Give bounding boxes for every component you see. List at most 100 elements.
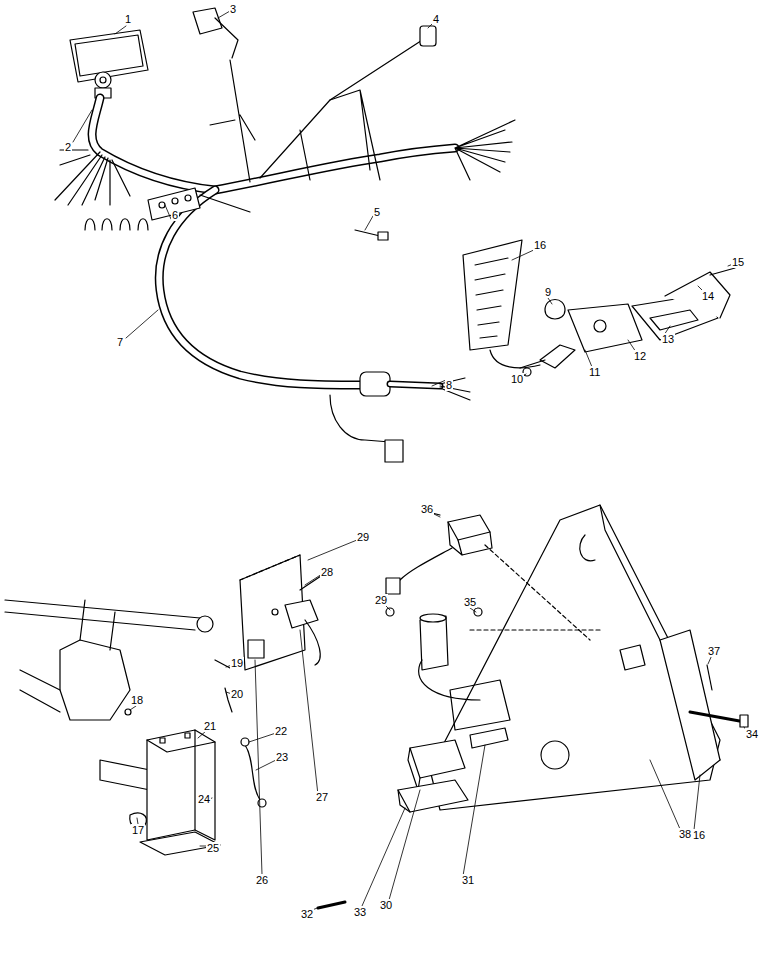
- drawing-stroke: [195, 730, 215, 840]
- drawing-stroke: [248, 640, 264, 658]
- drawing-stroke: [148, 188, 200, 220]
- drawing-stroke: [540, 345, 575, 368]
- drawing-stroke: [463, 240, 522, 350]
- drawing-stroke: [580, 535, 595, 561]
- drawing-stroke: [185, 195, 191, 201]
- drawing-stroke: [95, 72, 111, 88]
- drawing-stroke: [520, 360, 545, 368]
- drawing-stroke: [318, 902, 345, 908]
- drawing-stroke: [740, 715, 748, 727]
- drawing-stroke: [272, 609, 278, 615]
- drawing-stroke: [594, 320, 606, 332]
- drawing-stroke: [545, 300, 565, 320]
- mount-plate: [240, 555, 330, 670]
- drawing-stroke: [198, 731, 206, 738]
- drawing-stroke: [241, 738, 249, 746]
- callout-number: 6: [171, 209, 179, 221]
- callout-number: 24: [197, 793, 211, 805]
- headlight: [70, 30, 148, 98]
- drawing-stroke: [160, 738, 165, 743]
- callout-number: 11: [588, 366, 601, 378]
- callout-number: 16: [533, 239, 547, 251]
- drawing-stroke: [386, 608, 394, 616]
- callout-number: 31: [461, 874, 475, 886]
- drawing-stroke: [386, 578, 400, 594]
- drawing-stroke: [330, 395, 390, 442]
- callout-number: 28: [320, 566, 334, 578]
- callout-number: 5: [373, 206, 381, 218]
- drawing-stroke: [389, 790, 420, 900]
- drawing-stroke: [355, 230, 380, 236]
- callout-number: 36: [420, 503, 434, 515]
- drawing-stroke: [420, 26, 436, 46]
- drawing-stroke: [362, 808, 405, 906]
- drawing-stroke: [448, 522, 492, 555]
- drawing-stroke: [710, 268, 735, 275]
- drawing-stroke: [80, 600, 115, 650]
- drawing-stroke: [130, 706, 136, 710]
- battery-cable: [241, 738, 266, 807]
- drawing-stroke: [159, 190, 360, 385]
- callout-number: 21: [203, 720, 217, 732]
- callout-number: 29: [356, 531, 370, 543]
- drawing-stroke: [463, 745, 485, 876]
- drawing-stroke: [568, 304, 642, 352]
- drawing-stroke: [255, 660, 262, 874]
- callout-number: 32: [300, 908, 314, 920]
- drawing-stroke: [73, 110, 92, 142]
- drawing-stroke: [419, 660, 480, 700]
- drawing-stroke: [197, 616, 213, 632]
- leader-lines: [73, 11, 747, 910]
- callout-number: 18: [130, 694, 144, 706]
- drawing-stroke: [210, 35, 430, 182]
- drawing-stroke: [249, 733, 276, 742]
- drawing-stroke: [300, 630, 318, 795]
- drawing-stroke: [85, 219, 148, 230]
- callout-number: 25: [206, 842, 220, 854]
- callout-number: 16: [692, 829, 706, 841]
- drawing-stroke: [385, 440, 403, 462]
- drawing-stroke: [420, 614, 446, 622]
- tail-light: [520, 268, 735, 376]
- drawing-stroke: [55, 152, 130, 205]
- callout-number: 34: [745, 728, 759, 740]
- drawing-stroke: [440, 378, 470, 400]
- drawing-stroke: [548, 298, 552, 304]
- regulator: [318, 728, 508, 908]
- drawing-stroke: [5, 600, 200, 630]
- fuse-strip: [148, 188, 200, 220]
- callout-number: 10: [510, 373, 524, 385]
- drawing-stroke: [100, 760, 150, 790]
- drawing-stroke: [470, 629, 600, 630]
- drawing-stroke: [474, 608, 482, 616]
- drawing-stroke: [694, 775, 700, 830]
- cdi-unit: [386, 513, 492, 594]
- callout-number: 8: [445, 379, 453, 391]
- battery: [140, 730, 220, 855]
- callout-number: 14: [701, 290, 715, 302]
- switch: [193, 8, 238, 58]
- drawing-stroke: [240, 555, 300, 580]
- callout-number: 1: [124, 13, 132, 25]
- callout-number: 23: [275, 751, 289, 763]
- callout-number: 20: [230, 688, 244, 700]
- drawing-stroke: [430, 505, 720, 810]
- drawing-stroke: [541, 741, 569, 769]
- drawing-stroke: [60, 640, 130, 720]
- frame: [5, 600, 232, 828]
- drawing-stroke: [707, 665, 712, 690]
- drawing-stroke: [650, 760, 680, 829]
- drawing-stroke: [200, 195, 250, 212]
- drawing-stroke: [665, 272, 730, 318]
- drawing-stroke: [20, 670, 60, 712]
- callout-number: 2: [64, 141, 72, 153]
- callout-number: 33: [353, 906, 367, 918]
- drawing-stroke: [410, 740, 465, 778]
- drawing-stroke: [455, 120, 515, 180]
- bolt: [690, 665, 748, 727]
- drawing-stroke: [92, 98, 455, 190]
- callout-number: 27: [315, 791, 329, 803]
- callout-number: 38: [678, 828, 692, 840]
- callout-number: 17: [131, 824, 145, 836]
